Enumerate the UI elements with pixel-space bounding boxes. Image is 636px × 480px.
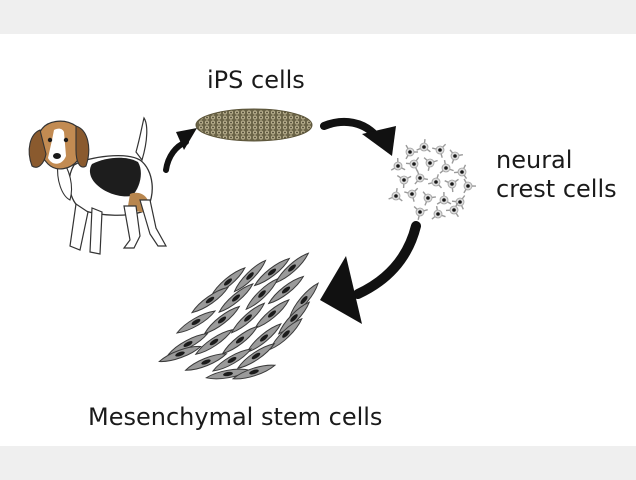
mesenchymal-stem-cell (175, 310, 217, 334)
mesenchymal-stem-cell (254, 299, 290, 329)
mesenchymal-stem-cell (236, 342, 276, 370)
ips-cells-label: iPS cells (207, 66, 305, 94)
arrow-neural-crest-to-msc (320, 221, 421, 324)
mesenchymal-stem-cell (253, 257, 291, 287)
diagram-canvas (0, 34, 636, 446)
arrow-ips-to-neural-crest (320, 117, 396, 156)
neural-crest-cell (449, 149, 464, 164)
mesenchymal-stem-cell (194, 328, 234, 356)
mesenchymal-stem-cell (221, 325, 259, 355)
neural-crest-cell (405, 144, 418, 160)
neural-crest-cell (422, 191, 436, 206)
neural-crest-cell (405, 156, 420, 172)
arrow-dog-to-ips (163, 128, 197, 173)
neural-crest-cell (396, 175, 412, 189)
mesenchymal-stem-cells-label: Mesenchymal stem cells (88, 403, 383, 431)
neural-crest-cell (416, 139, 431, 153)
neural-crest-label-line1: neural (496, 146, 573, 174)
neural-crest-cell (390, 157, 406, 171)
mesenchymal-stem-cell (231, 364, 277, 380)
ips-cells-colony (195, 108, 313, 142)
neural-crest-cell (445, 202, 459, 218)
mesenchymal-stem-cell (218, 283, 254, 313)
neural-crest-cell (463, 178, 477, 194)
neural-crest-cell (388, 188, 403, 202)
beagle-dog-illustration (28, 116, 168, 255)
mesenchymal-stem-cell (190, 286, 230, 314)
neural-crest-cells-label: neural crest cells (496, 146, 617, 204)
neural-crest-cell (439, 159, 454, 174)
mesenchymal-stem-cell (184, 353, 228, 371)
neural-crest-cells-cluster (388, 139, 477, 220)
mesenchymal-stem-cell (245, 277, 279, 311)
mesenchymal-stem-cell (203, 305, 241, 335)
mesenchymal-stem-cell (230, 302, 266, 334)
neural-crest-cell (404, 187, 419, 202)
mesenchymal-stem-cell (269, 317, 303, 351)
neural-crest-cell (414, 170, 429, 185)
mesenchymal-stem-cell (274, 252, 310, 284)
neural-crest-cell (431, 205, 446, 220)
neural-crest-cell (413, 205, 428, 220)
neural-crest-cell (423, 157, 438, 171)
neural-crest-label-line2: crest cells (496, 175, 617, 203)
mesenchymal-stem-cell (267, 275, 305, 305)
neural-crest-cell (436, 191, 452, 205)
neural-crest-cell (432, 143, 447, 158)
mesenchymal-stem-cell (158, 345, 202, 363)
neural-crest-cell (453, 164, 468, 179)
neural-crest-cell (444, 178, 459, 193)
neural-crest-cell (451, 195, 466, 210)
mesenchymal-stem-cell (233, 259, 267, 293)
mesenchymal-stem-cells-cluster (158, 252, 319, 380)
mesenchymal-stem-cell (246, 323, 282, 353)
mesenchymal-stem-cell (211, 348, 253, 372)
neural-crest-cell (428, 174, 443, 189)
